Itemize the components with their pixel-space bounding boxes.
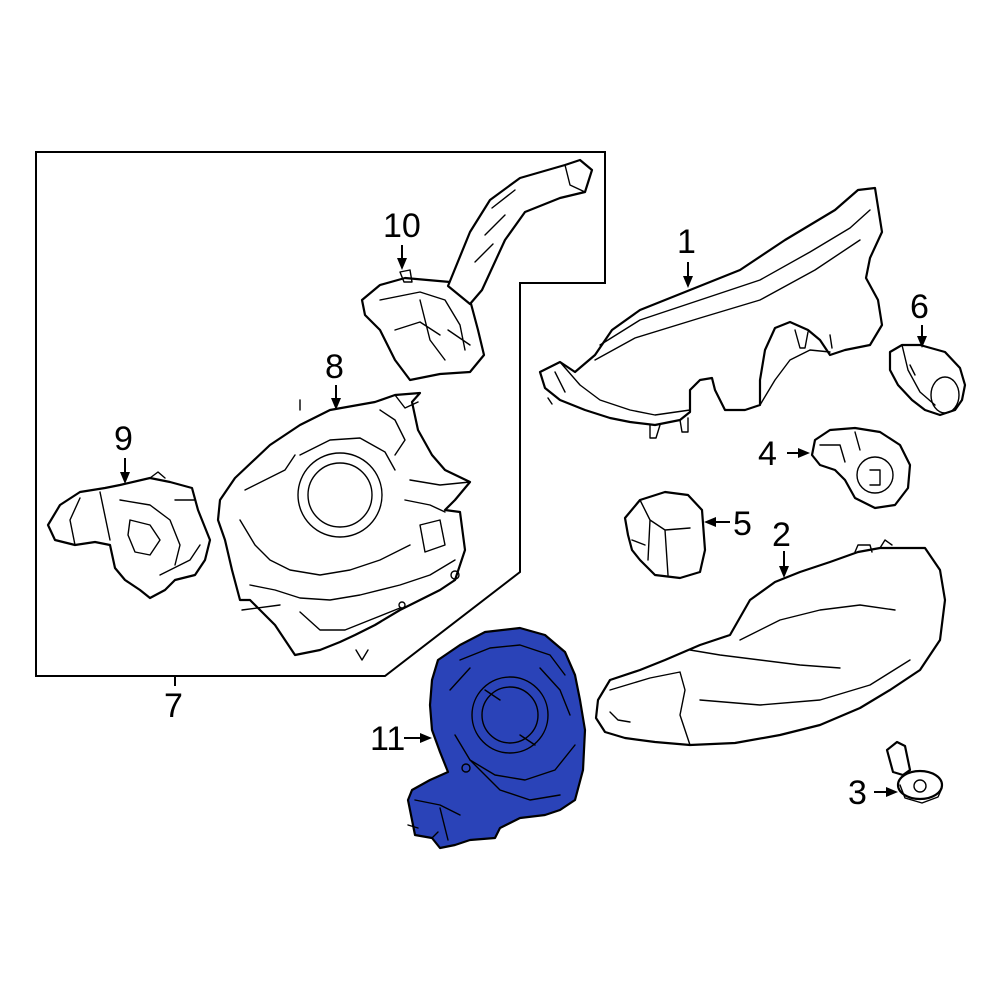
- part-3-screw[interactable]: [885, 740, 944, 804]
- callout-7: 7: [164, 687, 183, 725]
- arrowhead-9: [120, 472, 130, 484]
- part-1-upper-shroud[interactable]: [538, 186, 884, 439]
- part-6-lock-cylinder[interactable]: [888, 343, 967, 417]
- arrowhead-10: [397, 258, 407, 270]
- arrowhead-1: [683, 276, 693, 288]
- part-2-lower-shroud[interactable]: [594, 539, 947, 747]
- callout-5: 5: [733, 505, 752, 543]
- callout-9: 9: [114, 420, 133, 458]
- arrowhead-8: [331, 398, 341, 410]
- callout-6: 6: [910, 288, 929, 326]
- callout-11: 11: [370, 720, 405, 758]
- part-10-wiper-switch[interactable]: [360, 158, 594, 382]
- part-5-switch-module[interactable]: [623, 490, 707, 580]
- part-4-sensor-ring[interactable]: [810, 426, 912, 510]
- callout-8: 8: [325, 348, 344, 386]
- leader-lines: [120, 245, 927, 797]
- part-11-clockspring[interactable]: [406, 626, 587, 850]
- callout-4: 4: [758, 435, 777, 473]
- callout-10: 10: [383, 207, 421, 245]
- arrowhead-5: [704, 517, 716, 527]
- callout-3: 3: [848, 774, 867, 812]
- callout-2: 2: [772, 516, 791, 554]
- callout-labels: 1 2 3 4 5 6 7 8 9 10 11: [114, 207, 929, 812]
- part-9-turn-signal-switch[interactable]: [46, 471, 212, 600]
- arrowhead-11: [420, 733, 432, 743]
- arrowhead-2: [779, 566, 789, 578]
- assembly-group-frame: [35, 151, 606, 677]
- arrowhead-3: [886, 787, 898, 797]
- part-8-switch-housing[interactable]: [216, 391, 472, 661]
- arrowhead-4: [798, 448, 810, 458]
- callout-1: 1: [677, 223, 696, 261]
- arrowhead-6: [917, 336, 927, 348]
